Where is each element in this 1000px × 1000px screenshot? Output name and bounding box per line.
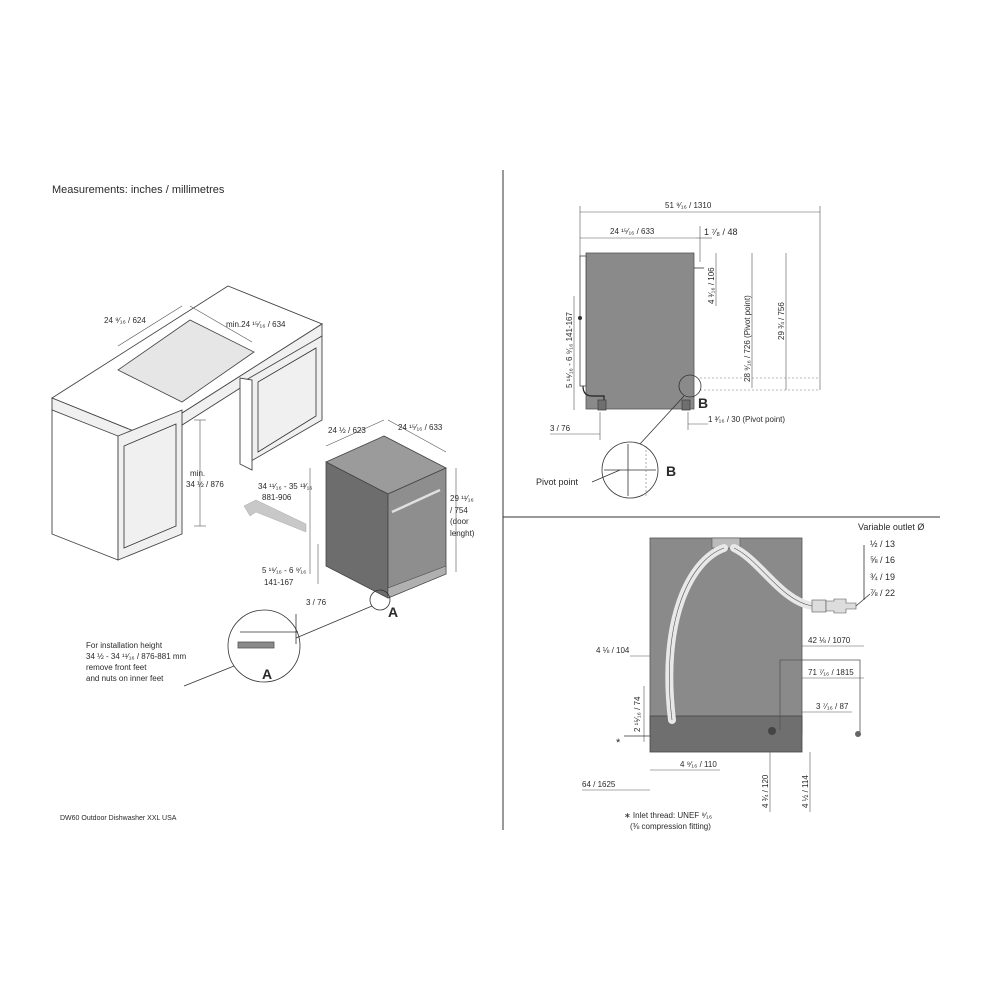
inlet-hose [779, 659, 861, 736]
dim-74: 2 ¹⁵⁄₁₆ / 74 [633, 696, 642, 732]
outlet-size-19: ¾ / 19 [870, 572, 895, 582]
dim-height-range: 34 ¹¹⁄₁₆ - 35 ¹³⁄₁₆ [258, 482, 313, 491]
dim-pivot-height: 28 ⁹⁄₁₆ / 726 (Pivot point) [743, 295, 752, 382]
dim-feet-range: 5 ¹⁶⁄₁₆ - 6 ⁹⁄₁₆ [262, 566, 306, 575]
dishwasher-handle [391, 488, 441, 514]
dim-110: 4 ⁹⁄₁₆ / 110 [680, 760, 717, 769]
right-base-cabinet-front [239, 377, 253, 471]
dim-door-length-2: / 754 [450, 506, 468, 515]
install-note-4: and nuts on inner feet [86, 674, 164, 683]
left-base-cabinet-front [51, 409, 119, 561]
left-base-cabinet-side [117, 409, 183, 561]
dim-plinth-side: 3 / 76 [550, 424, 571, 433]
detail-zoom-a [227, 609, 301, 683]
front-leg [597, 399, 607, 411]
inlet-fitting-icon [855, 731, 861, 737]
detail-zoom-marker-b: B [666, 463, 676, 479]
dim-dw-depth: 24 ¹⁵⁄₁₆ / 633 [398, 423, 443, 432]
outlet-size-13: ½ / 13 [870, 539, 895, 549]
dim-cabinet-width: 24 ⁹⁄₁₆ / 624 [104, 316, 146, 325]
measurements-title: Measurements: inches / millimetres [52, 184, 225, 196]
detail-marker-b: B [698, 395, 708, 411]
install-note-3: remove front feet [86, 663, 147, 672]
detail-zoom-b [601, 441, 659, 499]
dim-hose-1070: 42 ⅛ / 1070 [808, 636, 851, 645]
dishwasher-kick-plate [387, 565, 447, 599]
install-note-1: For installation height [86, 641, 163, 650]
side-view: 51 ⁹⁄₁₆ / 1310 24 ¹⁵⁄₁₆ / 633 1 ⁷⁄₈ / 48… [536, 201, 821, 499]
dim-pivot-offset: 1 ³⁄₁₆ / 30 (Pivot point) [708, 415, 785, 424]
dim-min-height-line2: 34 ½ / 876 [186, 480, 224, 489]
detail-circle-b [678, 374, 702, 398]
dim-total-height: 29 ¾ / 756 [777, 302, 786, 340]
outlet-connector [811, 599, 827, 613]
outlet-stepped-nozzle [825, 598, 857, 614]
dim-upper-106: 4 ³⁄₁₆ / 106 [707, 267, 716, 304]
dim-depth-633: 24 ¹⁵⁄₁₆ / 633 [610, 227, 655, 236]
side-body [585, 252, 695, 410]
dim-min-height-line1: min. [190, 469, 205, 478]
foot-detail [237, 641, 275, 649]
dim-feet-range-mm: 141-167 [264, 578, 294, 587]
dim-120: 4 ¾ / 120 [761, 774, 770, 808]
detail-marker-a: A [388, 604, 398, 620]
inlet-thread-note: ∗ Inlet thread: UNEF ⁹⁄₁₆ [624, 811, 712, 820]
dim-plinth: 3 / 76 [306, 598, 327, 607]
dim-offset-48: 1 ⁷⁄₈ / 48 [704, 227, 738, 237]
pivot-point-label: Pivot point [536, 477, 579, 487]
dim-door-length-4: lenght) [450, 529, 475, 538]
dim-dw-width: 24 ½ / 623 [328, 426, 366, 435]
dim-87: 3 ⁷⁄₁₆ / 87 [816, 702, 849, 711]
install-note-2: 34 ½ - 34 ¹¹⁄₁₆ / 876-881 mm [86, 652, 187, 661]
dim-overall-1310: 51 ⁹⁄₁₆ / 1310 [665, 201, 712, 210]
door-hinge-arc [582, 385, 605, 408]
rear-leg [681, 399, 691, 411]
insert-direction-arrow [243, 499, 307, 533]
dim-door-length-3: (door [450, 517, 469, 526]
side-knob-icon [578, 316, 582, 320]
side-door [579, 255, 587, 387]
variable-outlet-title: Variable outlet Ø [858, 522, 924, 532]
outlet-size-16: ⅝ / 16 [870, 555, 895, 565]
cabinet-opening [117, 319, 255, 403]
detail-zoom-marker-a: A [262, 666, 272, 682]
asterisk-marker: * [616, 737, 621, 749]
dim-hose-1815: 71 ⁷⁄₁₆ / 1815 [808, 668, 854, 677]
dim-min-opening: min.24 ¹⁵⁄₁₆ / 634 [226, 320, 286, 329]
dim-height-range-mm: 881-906 [262, 493, 292, 502]
dim-feet-side: 5 ¹⁶⁄₁₆ - 6 ⁹⁄₁₆ 141-167 [565, 312, 574, 388]
dim-door-length-1: 29 ¹¹⁄₁₆ [450, 494, 474, 503]
rear-view: Variable outlet Ø ½ / 13 ⅝ / 16 ¾ / 19 ⅞… [582, 522, 924, 831]
dim-left-104: 4 ⅛ / 104 [596, 646, 630, 655]
left-isometric-view: 24 ⁹⁄₁₆ / 624 min.24 ¹⁵⁄₁₆ / 634 min. 34… [51, 285, 475, 687]
dim-1625: 64 / 1625 [582, 780, 616, 789]
dim-114: 4 ½ / 114 [801, 775, 810, 808]
inlet-valve-icon [768, 727, 776, 735]
outlet-size-22: ⅞ / 22 [870, 588, 895, 598]
detail-circle-a [369, 589, 391, 611]
model-footnote: DW60 Outdoor Dishwasher XXL USA [60, 815, 177, 822]
compression-fitting-note: (⅜ compression fitting) [630, 822, 711, 831]
